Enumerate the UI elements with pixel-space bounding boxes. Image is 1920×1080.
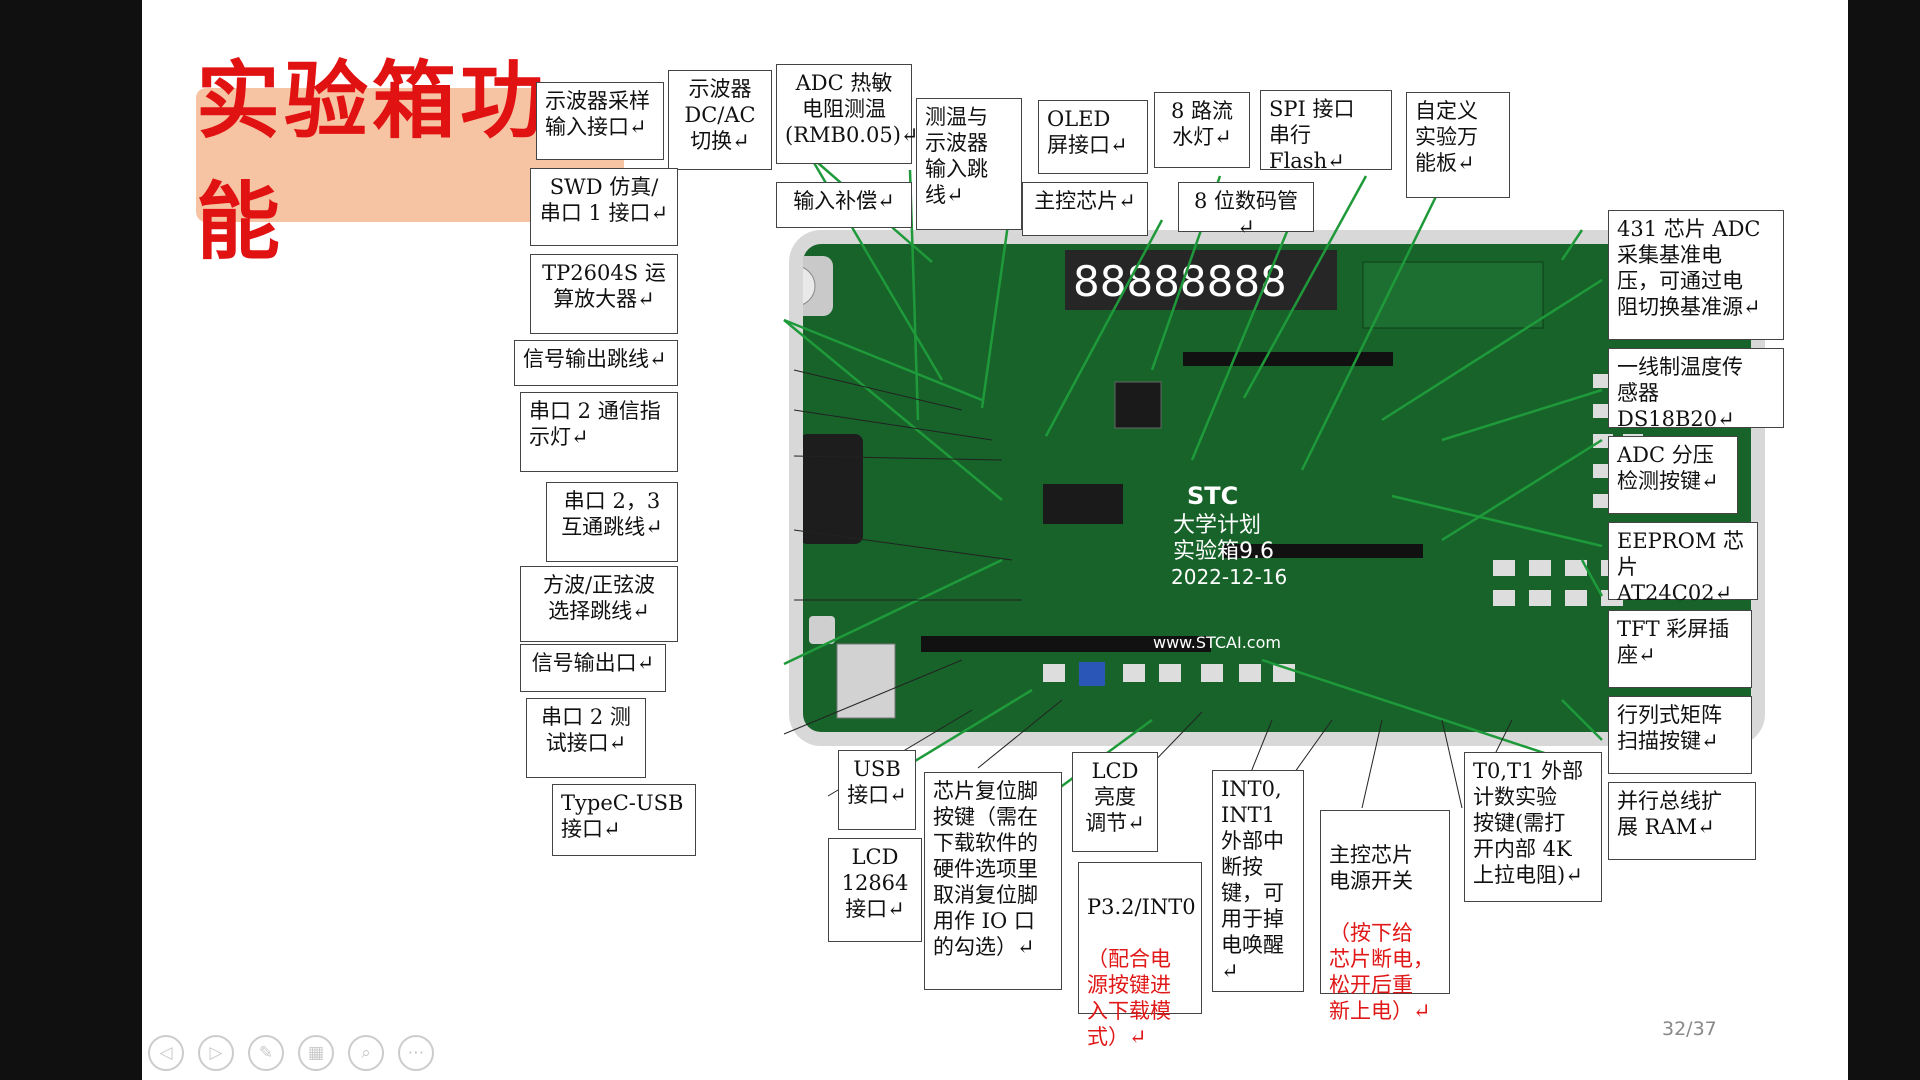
label-osc-dcac: 示波器 DC/AC 切换↵: [668, 70, 772, 170]
proto-area: [1362, 261, 1544, 329]
label-p32: P3.2/INT0 （配合电 源按键进 入下载模 式）↵: [1078, 862, 1202, 1049]
label-int01: INT0, INT1 外部中 断按 键，可 用于掉 电唤醒↵: [1212, 770, 1304, 992]
label-uart2-test: 串口 2 测 试接口↵: [526, 698, 646, 778]
leader-lines: [783, 155, 1604, 845]
label-input-comp: 输入补偿↵: [776, 182, 912, 228]
main-chip: [1114, 381, 1162, 429]
label-parallel-ram: 并行总线扩 展 RAM↵: [1608, 782, 1756, 860]
label-reset-key: 芯片复位脚 按键（需在 下载软件的 硬件选项里 取消复位脚 用作 IO 口 的勾…: [924, 772, 1062, 990]
label-lcd12864: LCD 12864 接口↵: [828, 838, 922, 942]
label-adc431: 431 芯片 ADC 采集基准电 压，可通过电 阻切换基准源↵: [1608, 210, 1784, 340]
board-line2: 实验箱9.6: [1173, 539, 1274, 564]
label-temp-osc-jumper: 测温与 示波器 输入跳 线↵: [916, 98, 1022, 230]
label-swd: SWD 仿真/ 串口 1 接口↵: [530, 168, 678, 246]
bottom-keys: [1043, 662, 1295, 686]
label-p32-title: P3.2/INT0: [1087, 895, 1196, 919]
label-osc-sample: 示波器采样 输入接口↵: [536, 82, 664, 160]
label-led8: 8 路流 水灯↵: [1154, 92, 1250, 168]
db9-port: [799, 434, 863, 544]
label-power-switch-note: （按下给 芯片断电， 松开后重 新上电）↵: [1329, 921, 1434, 1023]
label-sig-out-jumper: 信号输出跳线↵: [514, 340, 678, 386]
pen-tool-button[interactable]: ✎: [248, 1035, 284, 1071]
label-power-switch-title: 主控芯片 电源开关: [1329, 843, 1413, 893]
label-usb: USB 接口↵: [838, 750, 916, 830]
prev-slide-button[interactable]: ◁: [148, 1035, 184, 1071]
seven-seg-display: [1065, 250, 1337, 310]
zoom-button[interactable]: ⌕: [348, 1035, 384, 1071]
slides-overview-button[interactable]: ▦: [298, 1035, 334, 1071]
label-t0t1: T0,T1 外部 计数实验 按键(需打 开内部 4K 上拉电阻)↵: [1464, 752, 1602, 902]
lcd-brightness-pot: [1079, 662, 1105, 686]
label-wave-select: 方波/正弦波 选择跳线↵: [520, 566, 678, 642]
board-url: www.STCAI.com: [1153, 633, 1281, 652]
label-oled: OLED 屏接口↵: [1038, 100, 1148, 174]
label-typec: TypeC-USB 接口↵: [552, 784, 696, 856]
next-slide-button[interactable]: ▷: [198, 1035, 234, 1071]
ram-chip: [1043, 484, 1123, 524]
seven-seg-digits: 88888888: [1073, 257, 1287, 306]
label-tp2604: TP2604S 运 算放大器↵: [530, 254, 678, 334]
label-power-switch: 主控芯片 电源开关 （按下给 芯片断电， 松开后重 新上电）↵: [1320, 810, 1450, 1023]
usb-port: [836, 643, 896, 719]
typec-port: [809, 616, 835, 644]
label-uart23: 串口 2，3 互通跳线↵: [546, 482, 678, 562]
label-p32-note: （配合电 源按键进 入下载模 式）↵: [1087, 947, 1171, 1049]
label-adc-divider: ADC 分压 检测按键↵: [1608, 436, 1738, 514]
label-matrix-keys: 行列式矩阵 扫描按键↵: [1608, 696, 1752, 774]
right-black-bar: [1848, 0, 1920, 1080]
board-line1: 大学计划: [1173, 513, 1261, 538]
board-date: 2022-12-16: [1171, 565, 1287, 589]
label-eeprom: EEPROM 芯 片 AT24C02↵: [1608, 522, 1758, 605]
label-ds18b20: 一线制温度传 感器 DS18B20↵: [1608, 348, 1784, 431]
label-spi-flash: SPI 接口 串行 Flash↵: [1260, 90, 1392, 173]
label-custom-board: 自定义 实验万 能板↵: [1406, 92, 1510, 198]
slide-title: 实验箱功能: [196, 52, 549, 271]
label-main-chip: 主控芯片↵: [1022, 182, 1148, 236]
page-number: 32/37: [1662, 1018, 1717, 1040]
tft-header: [1223, 544, 1423, 558]
lcd-header: [921, 636, 1211, 652]
left-black-bar: [0, 0, 142, 1080]
label-sig-out: 信号输出口↵: [520, 644, 666, 692]
label-tft: TFT 彩屏插 座↵: [1608, 610, 1752, 688]
board-brand: STC: [1187, 482, 1238, 510]
slide: 实验箱功能 88888888: [142, 0, 1848, 1080]
label-uart2-led: 串口 2 通信指 示灯↵: [520, 392, 678, 472]
more-options-button[interactable]: ⋯: [398, 1035, 434, 1071]
label-lcd-brightness: LCD 亮度 调节↵: [1072, 752, 1158, 852]
label-seg8: 8 位数码管↵: [1178, 182, 1314, 239]
label-adc-thermistor: ADC 热敏 电阻测温 (RMB0.05)↵: [776, 64, 919, 164]
